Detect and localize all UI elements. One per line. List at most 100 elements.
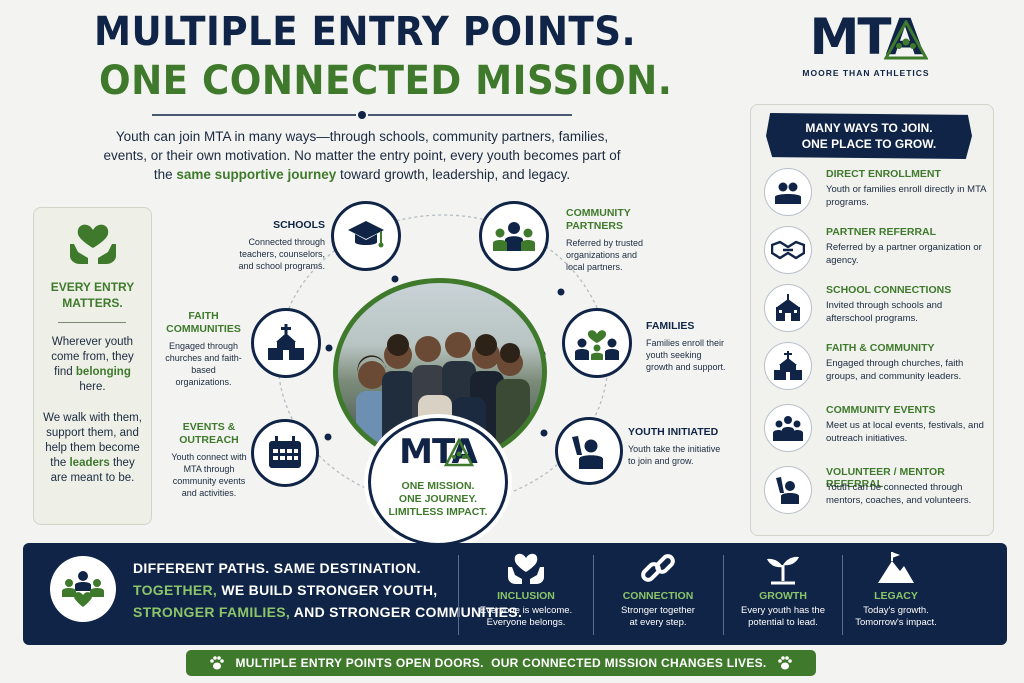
- logo-tagline: MOORE THAN ATHLETICS: [802, 68, 930, 78]
- join-option-volunteer-mentor: VOLUNTEER / MENTOR REFERRAL Youth can be…: [764, 466, 986, 518]
- banner-community-emblem: [50, 556, 116, 622]
- hub-line-1: ONE MISSION.: [401, 480, 475, 492]
- ways-to-join-title-1: MANY WAYS TO JOIN.: [805, 121, 933, 135]
- logo-mark: MTA: [809, 8, 925, 66]
- ways-to-join-header: MANY WAYS TO JOIN. ONE PLACE TO GROW.: [766, 113, 972, 159]
- graduation-cap-icon: [348, 221, 384, 248]
- join-option-desc: Youth can be connected through mentors, …: [826, 482, 972, 506]
- join-option-desc: Youth or families enroll directly in MTA…: [826, 184, 986, 208]
- youth-initiated-circle: [555, 417, 623, 485]
- value-growth: GROWTH Every youth has the potential to …: [727, 551, 839, 631]
- community-partners-desc: Referred by trusted organizations and lo…: [566, 238, 644, 272]
- banner-divider: [723, 555, 724, 635]
- schools-label: SCHOOLS Connected through teachers, coun…: [232, 219, 325, 272]
- join-option-desc: Referred by a partner organization or ag…: [826, 242, 982, 266]
- faith-communities-label: FAITH COMMUNITIES Engaged through church…: [162, 310, 245, 388]
- faith-communities-title: FAITH COMMUNITIES: [166, 310, 241, 335]
- schools-desc: Connected through teachers, counselors, …: [238, 237, 325, 271]
- value-title: INCLUSION: [497, 590, 555, 602]
- footer-banner: MULTIPLE ENTRY POINTS OPEN DOORS. OUR CO…: [186, 650, 816, 676]
- families-label: FAMILIES Families enroll their youth see…: [646, 320, 726, 373]
- events-outreach-label: EVENTS & OUTREACH Youth connect with MTA…: [164, 421, 254, 499]
- calendar-icon: [269, 436, 301, 468]
- families-circle: [562, 308, 632, 378]
- title-line-2: ONE CONNECTED MISSION.: [99, 58, 673, 104]
- title-divider: [152, 110, 572, 120]
- every-entry-panel: [33, 207, 152, 525]
- value-title: CONNECTION: [622, 590, 694, 602]
- faith-communities-circle: [251, 308, 321, 378]
- banner-divider: [458, 555, 459, 635]
- hub-line-2: ONE JOURNEY.: [398, 493, 478, 505]
- left-text-1-highlight: belonging: [75, 366, 131, 378]
- community-partners-circle: [479, 201, 549, 271]
- join-option-title: PARTNER REFERRAL: [826, 226, 937, 238]
- schools-circle: [331, 201, 401, 271]
- crowd-icon: [764, 404, 812, 452]
- join-option-faith-community: FAITH & COMMUNITY Engaged through church…: [764, 342, 986, 394]
- families-desc: Families enroll their youth seeking grow…: [646, 338, 726, 372]
- value-connection: CONNECTION Stronger together at every st…: [597, 551, 719, 631]
- raised-hand-icon: [572, 436, 603, 469]
- join-option-desc: Invited through schools and afterschool …: [826, 300, 943, 324]
- families-title: FAMILIES: [646, 320, 695, 332]
- join-option-school-connections: SCHOOL CONNECTIONS Invited through schoo…: [764, 284, 986, 336]
- join-option-title: DIRECT ENROLLMENT: [826, 168, 941, 180]
- handshake-icon: [764, 226, 812, 274]
- logo-people-icon: [884, 20, 928, 60]
- faith-communities-desc: Engaged through churches and faith-based…: [165, 341, 242, 387]
- left-panel-text-1: Wherever youth come from, they find belo…: [42, 335, 143, 395]
- family-heart-icon: [575, 330, 619, 360]
- raised-hand-icon: [764, 466, 812, 514]
- join-option-title: FAITH & COMMUNITY: [826, 342, 935, 354]
- paw-icon: [777, 656, 792, 670]
- youth-initiated-title: YOUTH INITIATED: [628, 426, 719, 438]
- title-line-1: MULTIPLE ENTRY POINTS.: [94, 9, 637, 55]
- youth-initiated-desc: Youth take the initiative to join and gr…: [628, 444, 721, 466]
- chain-link-icon: [641, 554, 675, 582]
- heart-hands-icon: [70, 224, 116, 264]
- events-outreach-circle: [251, 419, 319, 487]
- events-outreach-desc: Youth connect with MTA through community…: [171, 452, 247, 498]
- community-heart-icon: [62, 571, 104, 607]
- join-option-title: SCHOOL CONNECTIONS: [826, 284, 952, 296]
- banner-line-3-highlight: STRONGER FAMILIES,: [133, 604, 291, 620]
- banner-line-3-rest: AND STRONGER COMMUNITIES.: [290, 604, 523, 620]
- value-desc-1: Today's growth.: [863, 605, 929, 616]
- value-desc-1: Every youth has the: [741, 605, 825, 616]
- ways-to-join-title-2: ONE PLACE TO GROW.: [801, 137, 937, 151]
- hub-line-3: LIMITLESS IMPACT.: [388, 506, 488, 518]
- left-text-2a: We walk with them, support them, and hel…: [43, 412, 142, 469]
- people-icon: [764, 168, 812, 216]
- join-option-title: COMMUNITY EVENTS: [826, 404, 936, 416]
- community-partners-title: COMMUNITY PARTNERS: [566, 207, 631, 232]
- mta-logo: MTA MOORE THAN ATHLETICS: [796, 10, 936, 86]
- value-title: LEGACY: [874, 590, 918, 602]
- sprout-icon: [767, 556, 799, 585]
- value-legacy: LEGACY Today's growth. Tomorrow's impact…: [846, 551, 946, 631]
- join-option-partner-referral: PARTNER REFERRAL Referred by a partner o…: [764, 226, 986, 278]
- value-desc-2: Everyone belongs.: [486, 617, 566, 628]
- value-desc-1: Everyone is welcome.: [479, 605, 573, 616]
- heart-hands-icon: [508, 553, 544, 584]
- intro-text-1: Youth can join MTA in many ways—through …: [103, 129, 621, 182]
- intro-text-2: toward growth, leadership, and legacy.: [336, 167, 571, 182]
- join-option-community-events: COMMUNITY EVENTS Meet us at local events…: [764, 404, 986, 456]
- left-panel-text-2: We walk with them, support them, and hel…: [42, 411, 143, 486]
- intro-paragraph: Youth can join MTA in many ways—through …: [98, 127, 626, 184]
- join-option-title: VOLUNTEER / MENTOR REFERRAL: [826, 466, 945, 490]
- value-desc-2: at every step.: [629, 617, 687, 628]
- value-desc-2: Tomorrow's impact.: [855, 617, 937, 628]
- join-option-desc: Engaged through churches, faith groups, …: [826, 358, 964, 382]
- group-icon: [493, 222, 535, 251]
- banner-line-3: STRONGER FAMILIES, AND STRONGER COMMUNIT…: [133, 604, 522, 620]
- left-text-1b: here.: [79, 381, 106, 393]
- intro-highlight: same supportive journey: [176, 167, 337, 182]
- left-panel-divider: [58, 322, 126, 323]
- events-outreach-title: EVENTS & OUTREACH: [179, 421, 239, 446]
- youth-initiated-label: YOUTH INITIATED Youth take the initiativ…: [628, 426, 724, 467]
- value-desc-2: potential to lead.: [748, 617, 818, 628]
- community-partners-label: COMMUNITY PARTNERS Referred by trusted o…: [566, 207, 656, 273]
- footer-text: MULTIPLE ENTRY POINTS OPEN DOORS. OUR CO…: [235, 656, 767, 670]
- left-text-2-highlight: leaders: [69, 457, 110, 469]
